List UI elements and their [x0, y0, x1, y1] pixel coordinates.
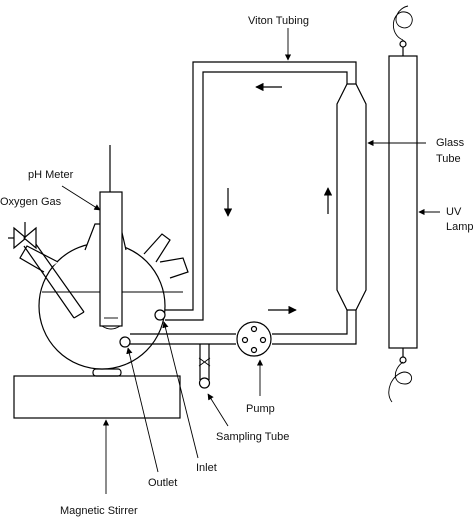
label-outlet: Outlet [148, 477, 177, 489]
glass-tube [336, 83, 367, 311]
ph-pointer [61, 185, 101, 211]
uv-lamp [388, 5, 418, 403]
sampling-pointer [207, 393, 229, 427]
label-tube: Tube [436, 153, 461, 165]
oxygen-gas-tube [8, 222, 85, 319]
label-oxygen-gas: Oxygen Gas [0, 196, 62, 208]
magnetic-stirrer-block [13, 375, 181, 419]
ph-meter-probe [99, 145, 123, 330]
label-sampling-tube: Sampling Tube [216, 431, 289, 443]
pump [236, 321, 272, 357]
label-glass: Glass [436, 137, 465, 149]
outlet-pointer [126, 347, 159, 473]
label-magnetic-stirrer: Magnetic Stirrer [60, 505, 138, 517]
label-lamp: Lamp [446, 221, 474, 233]
outlet-port [119, 336, 131, 348]
label-uv: UV [446, 206, 462, 218]
sampling-tube [198, 344, 211, 389]
inlet-pointer [162, 321, 199, 459]
label-inlet: Inlet [196, 462, 217, 474]
label-ph-meter: pH Meter [28, 169, 74, 181]
label-viton-tubing: Viton Tubing [248, 15, 309, 27]
label-pump: Pump [246, 403, 275, 415]
stir-bar [92, 368, 122, 377]
inlet-port [154, 309, 166, 321]
viton-tubing-loop [130, 61, 357, 345]
